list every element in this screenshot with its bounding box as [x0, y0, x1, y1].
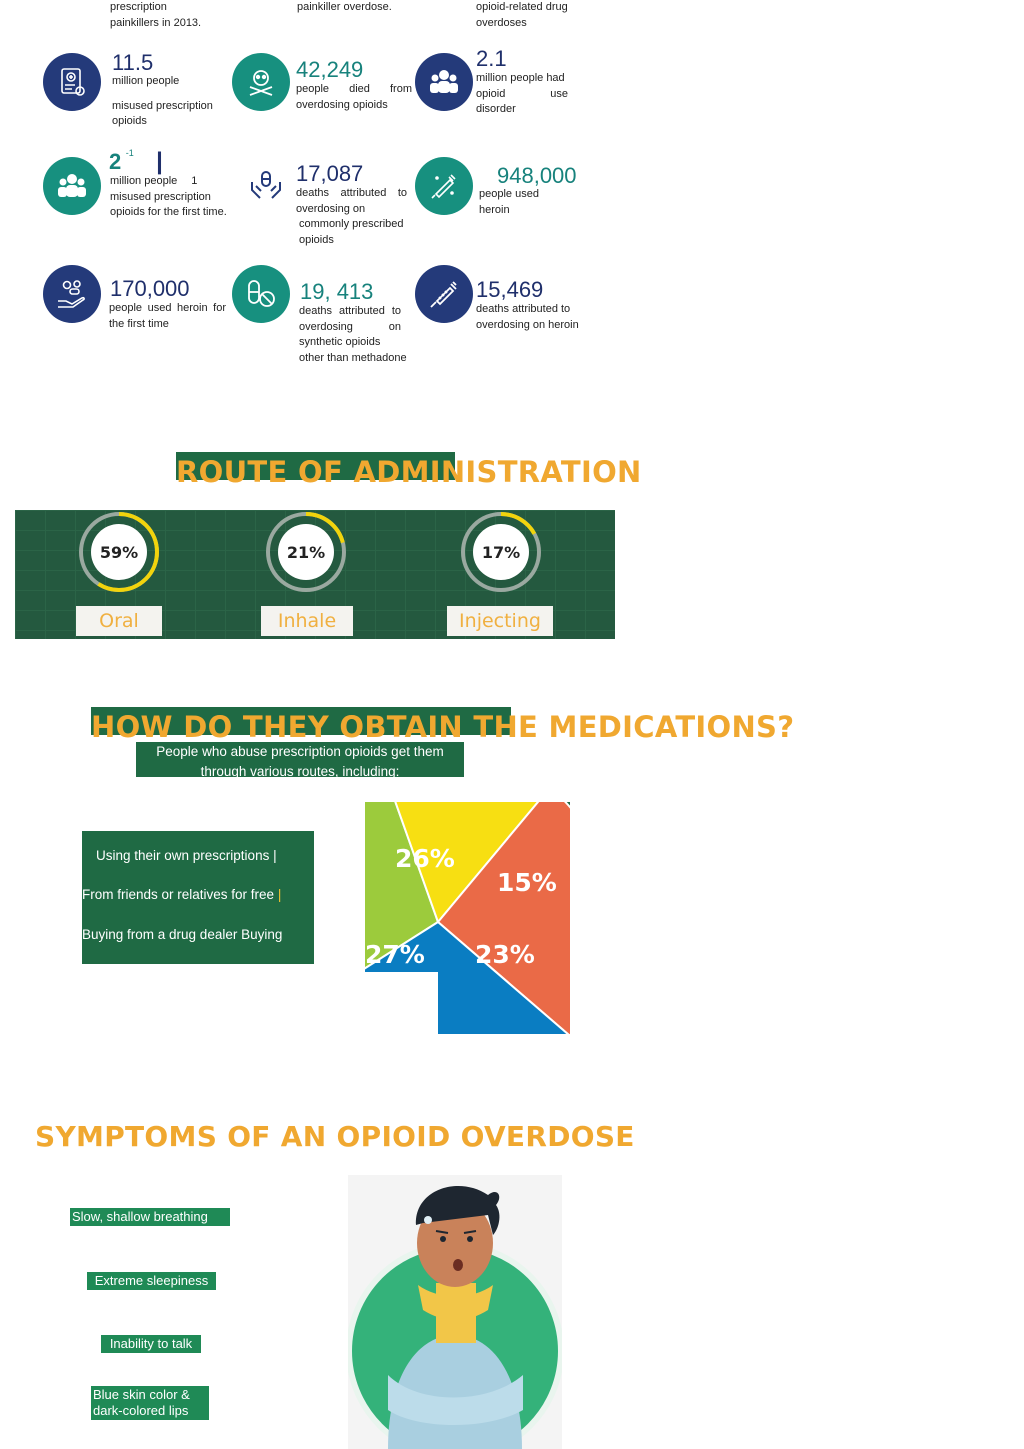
stat-value: 2.1	[476, 46, 507, 71]
pie-slice	[365, 802, 440, 970]
obtain-intro: People who abuse prescription opioids ge…	[136, 742, 464, 777]
title-highlight	[91, 707, 511, 735]
oral-label: Oral	[76, 606, 162, 636]
stat-text: million people had opioid use disorder	[476, 72, 568, 115]
pie-slice	[394, 802, 540, 924]
stat-value-sup: -1	[125, 148, 134, 158]
stat-text: deaths attributed to overdosing on heroi…	[476, 303, 579, 331]
sick-person-illustration	[348, 1175, 562, 1449]
stat-text: people died from overdosing opioids	[296, 83, 412, 111]
symptom-item: Extreme sleepiness	[87, 1272, 216, 1290]
pie-data-label: 23%	[475, 940, 535, 969]
stat-text: deaths attributed to overdosing on commo…	[296, 187, 407, 246]
fragment-col3: opioid-related drug overdoses	[476, 1, 568, 29]
symptom-item: Slow, shallow breathing	[70, 1208, 230, 1226]
pie-data-label: 15%	[497, 868, 557, 897]
prescription-icon	[43, 53, 101, 111]
stat-value: 15,469	[476, 277, 544, 302]
fragment-col2: painkiller overdose.	[297, 1, 392, 13]
pie-svg	[365, 802, 570, 1034]
injecting-label: Injecting	[447, 606, 553, 636]
stat-text: deaths attributed to overdosing on synth…	[299, 305, 407, 364]
fragment-col1: prescription painkillers in 2013.	[110, 1, 202, 29]
pie-slice	[436, 802, 570, 1034]
obtain-pie-chart: 26% 15% 23% 27%	[365, 802, 570, 1034]
stat-text: people used heroin for the first time	[109, 302, 226, 330]
list-item: Using their own prescriptions |	[96, 848, 277, 863]
obtain-list: Using their own prescriptions | From fri…	[82, 831, 314, 964]
symptoms-title: SYMPTOMS OF AN OPIOID OVERDOSE	[35, 1120, 635, 1153]
route-panel: 59% Oral 21% Inhale 17% Injecting	[15, 510, 615, 639]
stat-value: 948,000	[497, 163, 577, 188]
inhale-percent: 21%	[278, 524, 334, 580]
stat-value: 42,249	[296, 57, 364, 82]
stat-text: million people misused prescription opio…	[112, 75, 213, 127]
symptom-item: Inability to talk	[101, 1335, 201, 1353]
stat-text: people used heroin	[479, 188, 539, 216]
pie-data-label: 27%	[365, 940, 425, 969]
title-highlight	[176, 452, 455, 480]
inhale-label: Inhale	[261, 606, 353, 636]
inhale-gauge: 21%	[264, 510, 348, 594]
people-icon	[43, 157, 101, 215]
stat-value: 2	[109, 149, 122, 174]
route-title: ROUTE OF ADMINISTRATION	[176, 455, 642, 489]
syringe-icon	[415, 157, 473, 215]
stat-value: 19, 413	[300, 279, 374, 304]
skull-crossbones-icon	[232, 53, 290, 111]
hand-pills-icon	[43, 265, 101, 323]
obtain-title: HOW DO THEY OBTAIN THE MEDICATIONS?	[91, 710, 795, 744]
stat-value-group: 2 -1 |	[109, 148, 163, 176]
symptom-item-multi: Blue skin color & dark-colored lips	[91, 1386, 209, 1420]
pie-data-label: 26%	[395, 844, 455, 873]
injecting-gauge: 17%	[459, 510, 543, 594]
stat-bar: |	[156, 148, 163, 175]
stat-value: 170,000	[110, 276, 190, 301]
people-group-icon	[415, 53, 473, 111]
capsule-pill-icon	[232, 265, 290, 323]
stat-value: 17,087	[296, 161, 364, 186]
stat-value: 11.5	[112, 50, 154, 75]
list-item: Buying from a drug dealer Buying	[82, 927, 283, 942]
oral-percent: 59%	[91, 524, 147, 580]
list-item: From friends or relatives for free |	[82, 887, 282, 902]
injection-icon	[415, 265, 473, 323]
injecting-percent: 17%	[473, 524, 529, 580]
oral-gauge: 59%	[77, 510, 161, 594]
hands-pills-icon	[240, 156, 292, 214]
